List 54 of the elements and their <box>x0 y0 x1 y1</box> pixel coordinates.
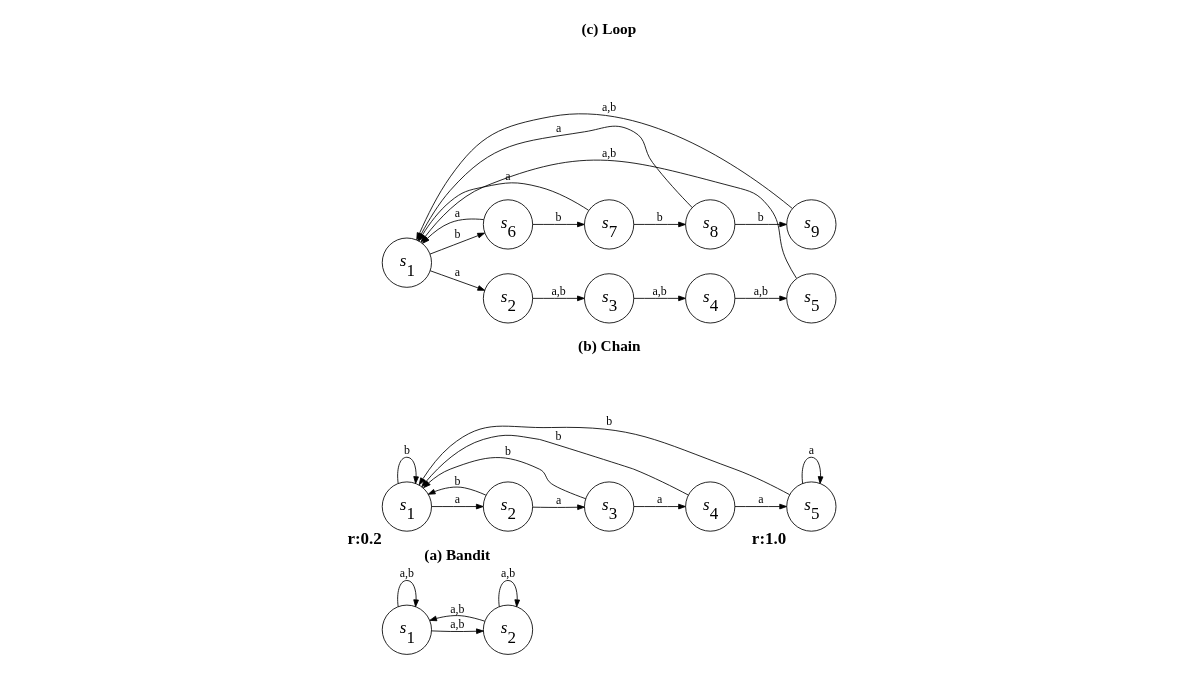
edge-label: b <box>454 227 461 242</box>
arrow <box>633 295 686 302</box>
arrow <box>734 221 787 228</box>
edge-label: a <box>454 205 461 220</box>
node-label: r:1.0 <box>751 528 787 548</box>
arrow <box>427 486 487 496</box>
edge-label: b <box>403 443 410 458</box>
edge-label: a <box>555 493 562 508</box>
arrow <box>421 434 689 496</box>
arrow <box>397 580 419 608</box>
arrow <box>532 504 585 511</box>
edge-label: a,b <box>652 284 667 299</box>
edge-label: a <box>555 120 562 135</box>
edge-label: a <box>758 492 764 507</box>
edge-label: a,b <box>450 617 465 632</box>
edge-label: b <box>606 414 613 429</box>
edge-label: a <box>454 492 461 507</box>
edge-label: b <box>555 429 562 444</box>
edge-label: b <box>555 210 562 225</box>
edge-label: a,b <box>602 146 617 161</box>
edge-label: a,b <box>500 566 516 581</box>
arrow <box>633 503 686 510</box>
label: (b) Chain <box>578 337 641 355</box>
arrow <box>801 456 824 484</box>
arrow <box>734 503 787 510</box>
arrow <box>423 457 587 500</box>
edge-label: a <box>808 443 814 458</box>
edge-label: a <box>505 169 511 184</box>
edge-label: b <box>454 473 461 488</box>
edge-label: a,b <box>450 601 465 616</box>
arrow <box>431 628 484 635</box>
arrow <box>633 221 686 228</box>
edge-label: a,b <box>602 99 617 114</box>
edge-label: a <box>454 264 461 279</box>
edge-label: a,b <box>753 284 768 299</box>
node-label: r:0.2 <box>347 528 382 548</box>
label: (a) Bandit <box>424 545 491 563</box>
arrow <box>734 295 787 302</box>
edge-label: b <box>656 210 663 225</box>
arrow <box>498 580 521 608</box>
arrow <box>429 232 485 255</box>
edge-label: b <box>505 443 511 458</box>
arrow <box>429 270 486 291</box>
arrow <box>429 615 486 622</box>
edge-label: b <box>757 210 764 225</box>
edge-label: a,b <box>551 284 566 299</box>
arrow <box>532 221 585 228</box>
arrow <box>418 425 790 496</box>
arrow <box>532 295 585 302</box>
edge-label: a,b <box>399 566 414 581</box>
edge-label: a <box>657 492 663 507</box>
arrow <box>397 456 419 484</box>
label: (c) Loop <box>581 19 637 37</box>
arrow <box>431 503 484 510</box>
